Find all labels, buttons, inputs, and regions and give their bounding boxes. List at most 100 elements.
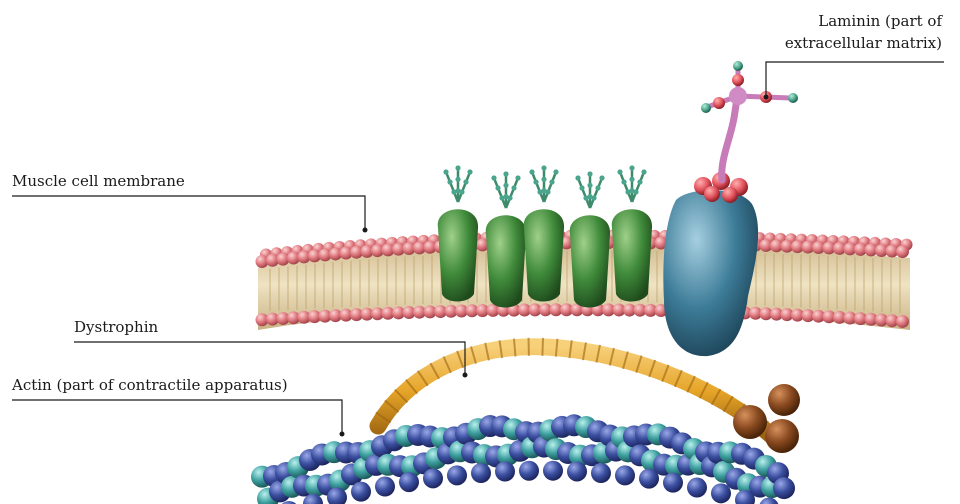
glycoprotein-body [524, 209, 564, 301]
laminin-tip [788, 93, 798, 103]
glycoprotein-body [612, 209, 652, 301]
dystrophin-segment [528, 338, 530, 356]
laminin-label: Laminin (part of extracellular matrix) [785, 10, 942, 54]
brown-sphere [733, 405, 767, 439]
actin-monomer [375, 477, 395, 497]
glycan-bead [545, 189, 550, 194]
glycan-bead [549, 179, 554, 184]
dystrophin-label: Dystrophin [74, 316, 158, 338]
glycan-bead [529, 169, 534, 174]
glycan-bead [553, 169, 558, 174]
phospholipid-head [896, 245, 909, 258]
glycan-bead [595, 185, 600, 190]
actin-monomer [663, 473, 683, 493]
brown-sphere [765, 419, 799, 453]
dystrophin-anchor-spheres [733, 384, 800, 453]
glycan-bead [447, 179, 452, 184]
actin-monomer [471, 463, 491, 483]
glycoprotein [438, 165, 478, 301]
glycan-bead [541, 177, 546, 182]
dystrophin-leader [74, 342, 465, 375]
brown-sphere [768, 384, 800, 416]
membrane-leader [12, 196, 365, 230]
glycoprotein [524, 165, 564, 301]
laminin-anchor-node [722, 187, 738, 203]
laminin-anchor-node [704, 186, 720, 202]
glycan-chain [620, 172, 632, 202]
glycan-chain [590, 178, 602, 208]
laminin-tip [701, 103, 711, 113]
actin-monomer [591, 463, 611, 483]
glycan-bead [533, 179, 538, 184]
glycan-bead [455, 177, 460, 182]
glycan-bead [575, 175, 580, 180]
laminin-label-line2: extracellular matrix) [785, 32, 942, 54]
glycan-bead [621, 179, 626, 184]
glycan-bead [541, 165, 546, 170]
glycan-chain [532, 172, 544, 202]
glycan-bead [503, 183, 508, 188]
actin-monomer [711, 483, 731, 503]
glycan-bead [511, 185, 516, 190]
glycan-bead [641, 169, 646, 174]
laminin-node [713, 97, 725, 109]
glycan-bead [455, 165, 460, 170]
glycan-bead [633, 189, 638, 194]
glycoprotein-body [570, 215, 610, 307]
glycan-bead [443, 169, 448, 174]
glycan-bead [617, 169, 622, 174]
actin-monomer [567, 461, 587, 481]
glycan-bead [587, 171, 592, 176]
glycan-bead [637, 179, 642, 184]
glycan-bead [515, 175, 520, 180]
glycan-chain [578, 178, 590, 208]
actin-monomer [759, 498, 779, 504]
laminin-label-line1: Laminin (part of [785, 10, 942, 32]
glycan-bead [467, 169, 472, 174]
glycan-bead [463, 179, 468, 184]
actin-monomer [615, 465, 635, 485]
actin-monomer [519, 461, 539, 481]
glycan-bead [579, 185, 584, 190]
membrane-leader-dot [363, 228, 368, 233]
laminin-hub [729, 87, 747, 105]
glycan-bead [587, 183, 592, 188]
glycan-bead [507, 195, 512, 200]
dystrophin-leader-dot [463, 373, 468, 378]
actin-leader [12, 400, 342, 434]
actin-monomer [399, 472, 419, 492]
membrane-label: Muscle cell membrane [12, 170, 185, 192]
actin-monomer [351, 482, 371, 502]
phospholipid-head [896, 315, 909, 328]
actin-monomer [423, 468, 443, 488]
glycoprotein [612, 165, 652, 301]
glycan-chain [544, 172, 556, 202]
laminin-node [732, 74, 744, 86]
glycan-chain [632, 172, 644, 202]
dystroglycan-complex [663, 172, 758, 356]
actin-monomer [543, 461, 563, 481]
actin-filament [251, 414, 795, 504]
glycan-chain [446, 172, 458, 202]
membrane-glycoproteins [438, 165, 652, 307]
glycoprotein [486, 171, 526, 307]
actin-monomer [495, 462, 515, 482]
actin-monomer [447, 465, 467, 485]
glycoprotein-body [486, 215, 526, 307]
actin-leader-dot [340, 432, 345, 437]
glycan-bead [495, 185, 500, 190]
laminin-molecule [701, 61, 798, 180]
glycan-chain [506, 178, 518, 208]
laminin-leader [766, 62, 944, 97]
actin-monomer [687, 478, 707, 498]
glycan-bead [503, 171, 508, 176]
glycoprotein-body [438, 209, 478, 301]
actin-label: Actin (part of contractile apparatus) [12, 374, 288, 396]
glycan-chain [458, 172, 470, 202]
actin-monomer [773, 477, 795, 499]
laminin-leader-dot [764, 95, 769, 100]
glycan-bead [599, 175, 604, 180]
glycan-chain [494, 178, 506, 208]
glycan-bead [629, 165, 634, 170]
